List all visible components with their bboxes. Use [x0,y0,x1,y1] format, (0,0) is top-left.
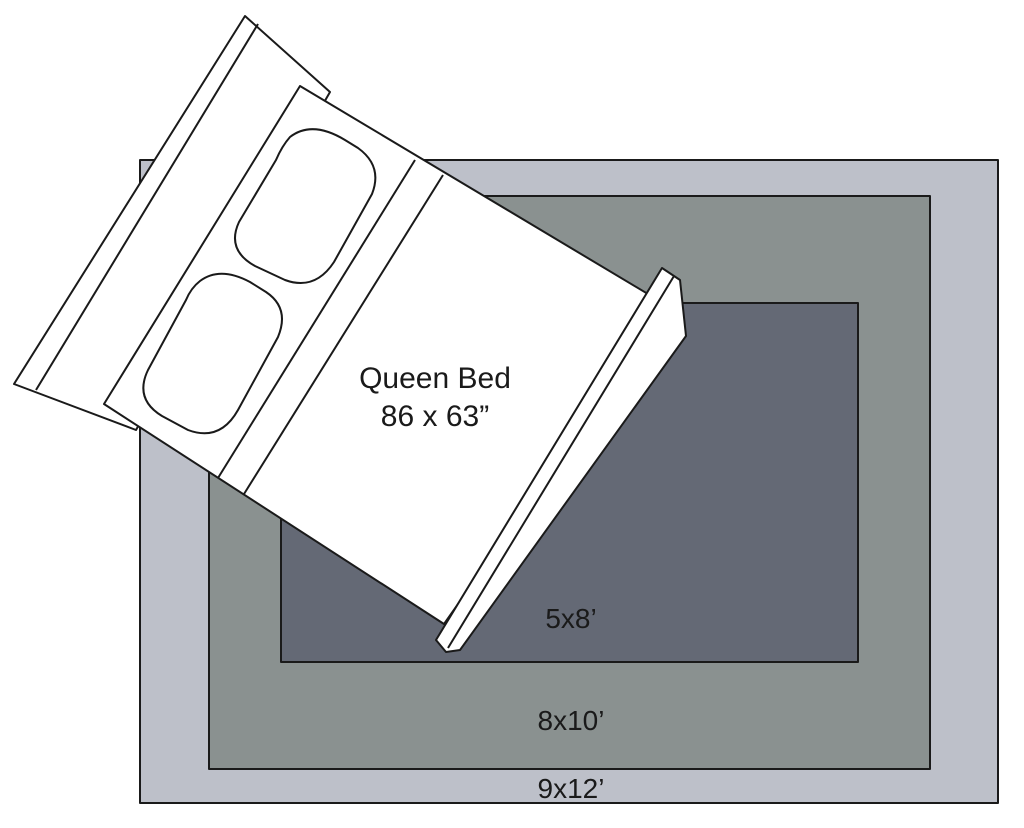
bed-headboard [13,15,331,431]
pillow-bottom [142,272,283,435]
footboard-edge-line [447,275,675,649]
pillow-top [234,128,377,284]
rug-label-5x8: 5x8’ [545,603,596,634]
rug-label-9x12: 9x12’ [538,773,605,804]
bed-dimensions-label: 86 x 63” [381,400,489,433]
queen-bed [13,15,687,653]
rug-label-8x10: 8x10’ [538,705,605,736]
headboard-edge-line [35,23,259,391]
bed-name-label: Queen Bed [359,362,511,395]
pillow-divider-line-1 [217,159,416,479]
bed-footboard [435,267,687,653]
blanket-fold-line [243,174,444,495]
